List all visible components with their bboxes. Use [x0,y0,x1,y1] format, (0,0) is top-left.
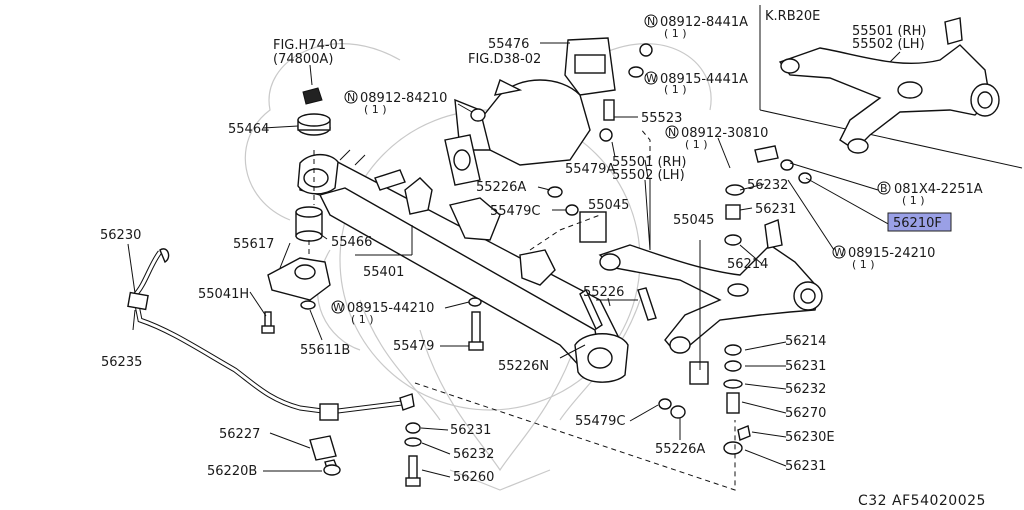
qty-08915-44210: ( 1 ) [351,313,374,326]
label-08912-30810: 08912-30810 [681,126,768,141]
label-55045-a: 55045 [588,198,629,213]
footer-diagram-code: C32 AF54020025 [858,493,986,509]
differential-housing [444,37,616,186]
label-56214-bot: 56214 [785,334,826,349]
label-56260: 56260 [453,470,494,485]
prefix-b: B [880,182,888,195]
label-55226: 55226 [583,285,624,300]
label-55226n: 55226N [498,359,549,374]
label-56231-top: 56231 [755,202,796,217]
label-56232-low: 56232 [453,447,494,462]
washer-marker-icon [644,71,658,85]
label-56230: 56230 [100,228,141,243]
label-55501-rh: 55501 (RH) [612,155,686,170]
lower-control-arm [579,211,823,385]
prefix-n: N [347,91,355,104]
qty-081x4-2251a: ( 1 ) [902,194,925,207]
highlight-box-56210f [887,212,952,232]
label-55617: 55617 [233,237,274,252]
label-55464: 55464 [228,122,269,137]
label-55041h: 55041H [198,287,249,302]
bolt-marker-icon [877,181,891,195]
label-08912-84210: 08912-84210 [360,91,447,106]
prefix-n: N [668,126,676,139]
label-56227: 56227 [219,427,260,442]
label-56231-bot: 56231 [785,459,826,474]
label-55476: 55476 [488,37,529,52]
prefix-w: W [834,246,845,259]
washer-marker-icon [832,245,846,259]
mount-stack-left [261,87,331,334]
label-55045-b: 55045 [673,213,714,228]
label-08912-8441a: 08912-8441A [660,15,748,30]
label-fig-h74-sub: (74800A) [273,52,333,67]
part-labels: FIG.H74-01 (74800A) FIG.D38-02 55476 N 0… [100,14,986,509]
prefix-w: W [646,72,657,85]
label-08915-24210: 08915-24210 [848,246,935,261]
fastener-set [468,43,812,455]
variant-label: K.RB20E [765,9,820,24]
label-56231-mid: 56231 [785,359,826,374]
inset-control-arm [778,44,991,151]
label-55611b: 55611B [300,343,350,358]
inset-panel: K.RB20E 55501 (RH) 55502 (LH) [759,5,1023,169]
label-55401: 55401 [363,265,404,280]
reference-dashes [414,127,736,491]
label-55479c-bot: 55479C [575,414,625,429]
label-081x4-2251a: 081X4-2251A [894,182,983,197]
inset-label-55502: 55502 (LH) [852,37,925,52]
label-56232-top: 56232 [747,178,788,193]
label-55502-lh: 55502 (LH) [612,168,685,183]
label-56235: 56235 [101,355,142,370]
label-56210f: 56210F [893,216,942,231]
label-56230e: 56230E [785,430,835,445]
qty-08915-24210: ( 1 ) [852,258,875,271]
label-56270: 56270 [785,406,826,421]
inset-label-55501: 55501 (RH) [852,24,926,39]
label-55523: 55523 [641,111,682,126]
prefix-n: N [647,15,655,28]
label-56231-low: 56231 [450,423,491,438]
qty-08912-84210: ( 1 ) [364,103,387,116]
qty-08912-8441a: ( 1 ) [664,27,687,40]
label-55479c-top: 55479C [490,204,540,219]
label-56232-mid: 56232 [785,382,826,397]
stabilizer-bar [127,248,415,421]
stabilizer-mounting-hardware [309,422,422,487]
washer-marker-icon [331,300,345,314]
label-56220b: 56220B [207,464,257,479]
nut-marker-icon [665,125,679,139]
label-08915-44210: 08915-44210 [347,301,434,316]
label-fig-h74: FIG.H74-01 [273,38,346,53]
label-fig-d38: FIG.D38-02 [468,52,541,67]
label-55479a: 55479A [565,162,615,177]
crossmember-assembly [297,149,629,383]
label-55466: 55466 [331,235,372,250]
label-08915-4441a: 08915-4441A [660,72,748,87]
nut-marker-icon [344,90,358,104]
nut-marker-icon [644,14,658,28]
label-55479: 55479 [393,339,434,354]
prefix-w: W [333,301,344,314]
label-55226a-bot: 55226A [655,442,705,457]
label-55226a-top: 55226A [476,180,526,195]
leader-lines [127,42,891,478]
qty-08915-4441a: ( 1 ) [664,83,687,96]
label-56214-top: 56214 [727,257,768,272]
qty-08912-30810: ( 1 ) [685,138,708,151]
